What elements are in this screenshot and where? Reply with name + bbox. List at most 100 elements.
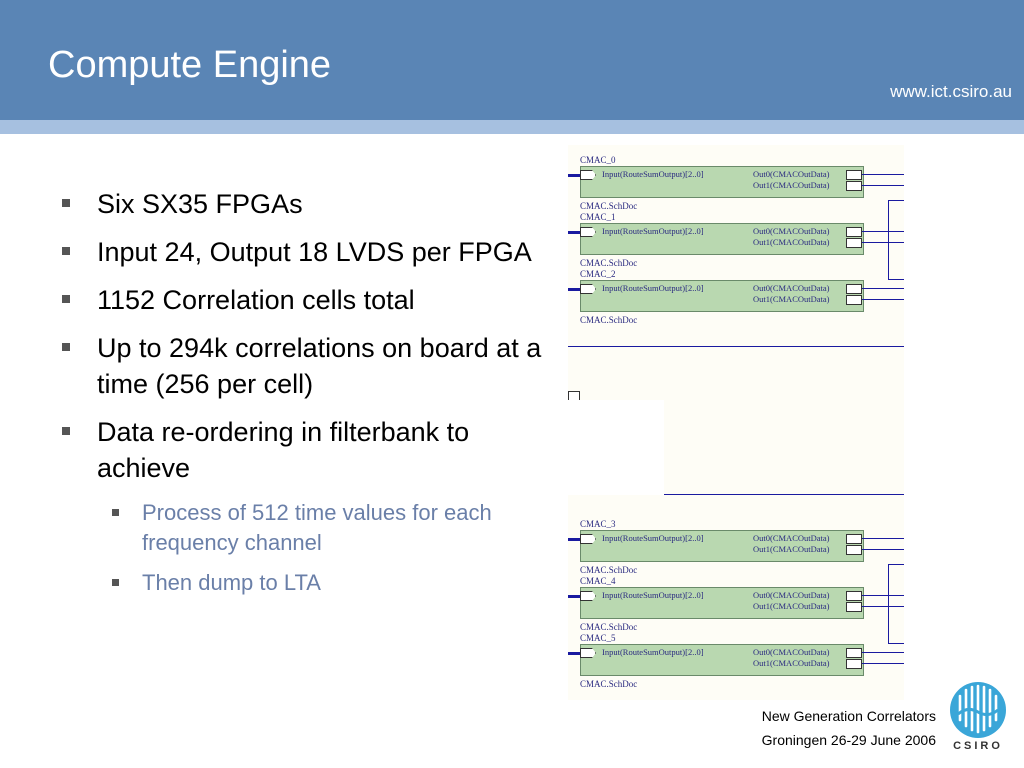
cmac-block	[580, 530, 864, 562]
input-wire	[568, 538, 580, 541]
bus-wire	[888, 643, 904, 644]
output-port-icon	[846, 181, 862, 191]
output-wire	[862, 174, 904, 175]
input-wire	[568, 174, 580, 177]
input-port-icon	[580, 284, 596, 294]
output-port-icon	[846, 648, 862, 658]
bullet-item: Up to 294k correlations on board at a ti…	[62, 330, 542, 402]
title-bar	[0, 0, 1024, 120]
cmac-block	[580, 644, 864, 676]
output-wire	[862, 231, 904, 232]
bullet-text: Data re-ordering in filterbank to achiev…	[97, 417, 470, 483]
output-port-icon	[846, 295, 862, 305]
input-port-label: Input(RouteSumOutput)[2..0]	[602, 283, 704, 293]
input-wire	[568, 652, 580, 655]
bullet-text: Six SX35 FPGAs	[97, 189, 303, 219]
block-doc-label: CMAC.SchDoc	[580, 679, 638, 689]
output-wire	[862, 606, 904, 607]
input-wire	[568, 595, 580, 598]
square-bullet-icon	[62, 199, 70, 207]
bus-wire	[888, 279, 904, 280]
square-bullet-icon	[112, 509, 119, 516]
output-port-icon	[846, 591, 862, 601]
input-port-label: Input(RouteSumOutput)[2..0]	[602, 647, 704, 657]
cmac-block	[580, 587, 864, 619]
sub-bullet-item: Process of 512 time values for each freq…	[112, 498, 542, 558]
square-bullet-icon	[112, 579, 119, 586]
out1-port-label: Out1(CMACOutData)	[753, 294, 830, 304]
block-name-label: CMAC_0	[580, 155, 616, 165]
bus-wire	[888, 564, 889, 644]
output-wire	[862, 549, 904, 550]
block-name-label: CMAC_5	[580, 633, 616, 643]
input-wire	[568, 288, 580, 291]
bus-wire	[888, 564, 904, 565]
output-port-icon	[846, 534, 862, 544]
input-port-label: Input(RouteSumOutput)[2..0]	[602, 169, 704, 179]
out1-port-label: Out1(CMACOutData)	[753, 601, 830, 611]
square-bullet-icon	[62, 295, 70, 303]
out0-port-label: Out0(CMACOutData)	[753, 533, 830, 543]
out1-port-label: Out1(CMACOutData)	[753, 658, 830, 668]
output-port-icon	[846, 227, 862, 237]
output-wire	[862, 299, 904, 300]
input-port-icon	[580, 591, 596, 601]
bus-wire	[888, 200, 889, 280]
out0-port-label: Out0(CMACOutData)	[753, 169, 830, 179]
out0-port-label: Out0(CMACOutData)	[753, 226, 830, 236]
out1-port-label: Out1(CMACOutData)	[753, 544, 830, 554]
bullet-text: Input 24, Output 18 LVDS per FPGA	[97, 237, 532, 267]
input-port-icon	[580, 648, 596, 658]
bullet-item: Six SX35 FPGAs	[62, 186, 542, 222]
bullet-text: 1152 Correlation cells total	[97, 285, 415, 315]
block-name-label: CMAC_2	[580, 269, 616, 279]
output-wire	[862, 242, 904, 243]
input-port-icon	[580, 227, 596, 237]
input-port-icon	[580, 170, 596, 180]
output-wire	[862, 663, 904, 664]
square-bullet-icon	[62, 343, 70, 351]
website-url: www.ict.csiro.au	[890, 82, 1012, 101]
output-port-icon	[846, 284, 862, 294]
output-port-icon	[846, 659, 862, 669]
footer: New Generation Correlators Groningen 26-…	[762, 704, 936, 752]
block-name-label: CMAC_1	[580, 212, 616, 222]
out1-port-label: Out1(CMACOutData)	[753, 237, 830, 247]
sub-bullet-text: Process of 512 time values for each freq…	[142, 500, 492, 555]
output-wire	[862, 185, 904, 186]
input-port-label: Input(RouteSumOutput)[2..0]	[602, 590, 704, 600]
sub-bullet-text: Then dump to LTA	[142, 570, 321, 595]
csiro-logo-icon	[950, 682, 1006, 738]
square-bullet-icon	[62, 247, 70, 255]
cmac-block	[580, 223, 864, 255]
input-port-icon	[580, 534, 596, 544]
logo-wordmark: CSIRO	[953, 740, 1003, 752]
block-doc-label: CMAC.SchDoc	[580, 622, 638, 632]
bullet-item: Input 24, Output 18 LVDS per FPGA	[62, 234, 542, 270]
sub-bullet-item: Then dump to LTA	[112, 568, 542, 598]
bus-wire	[568, 494, 904, 495]
input-port-label: Input(RouteSumOutput)[2..0]	[602, 533, 704, 543]
out0-port-label: Out0(CMACOutData)	[753, 647, 830, 657]
square-bullet-icon	[62, 427, 70, 435]
output-port-icon	[846, 545, 862, 555]
out0-port-label: Out0(CMACOutData)	[753, 590, 830, 600]
cmac-block	[580, 280, 864, 312]
block-doc-label: CMAC.SchDoc	[580, 315, 638, 325]
out0-port-label: Out0(CMACOutData)	[753, 283, 830, 293]
footer-line-1: New Generation Correlators	[761, 708, 936, 724]
output-port-icon	[846, 238, 862, 248]
block-doc-label: CMAC.SchDoc	[580, 258, 638, 268]
cmac-block	[580, 166, 864, 198]
slide-title: Compute Engine	[48, 44, 332, 86]
output-wire	[862, 538, 904, 539]
output-wire	[862, 288, 904, 289]
input-port-label: Input(RouteSumOutput)[2..0]	[602, 226, 704, 236]
block-name-label: CMAC_4	[580, 576, 616, 586]
block-doc-label: CMAC.SchDoc	[580, 201, 638, 211]
blank-overlay	[536, 400, 664, 495]
output-port-icon	[846, 170, 862, 180]
bullet-list: Six SX35 FPGAs Input 24, Output 18 LVDS …	[62, 186, 542, 608]
block-name-label: CMAC_3	[580, 519, 616, 529]
